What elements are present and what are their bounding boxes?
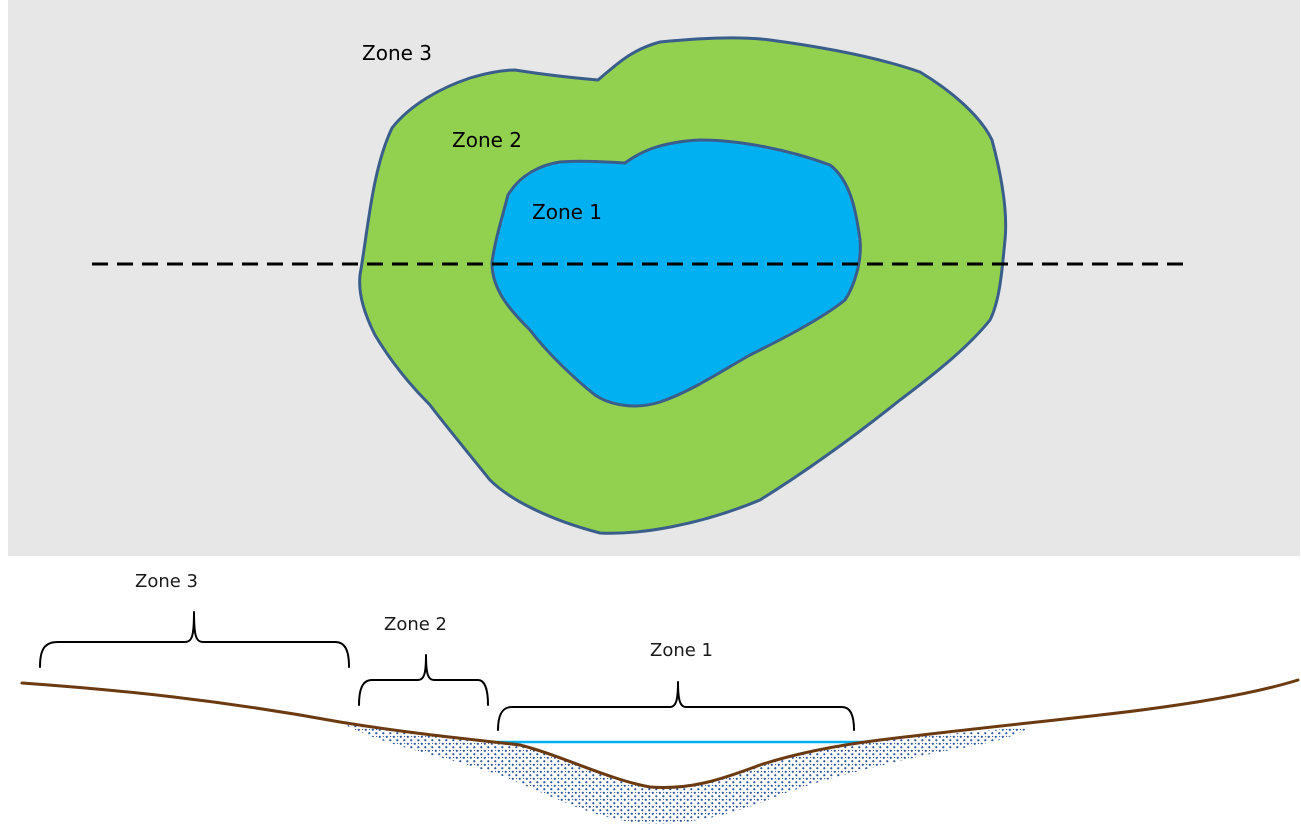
sediment-fill: [340, 722, 1030, 824]
zone-3-bracket: [39, 611, 350, 668]
map-label-zone-2: Zone 2: [452, 128, 522, 152]
ground-surface: [20, 678, 1300, 790]
zone-1-area: [490, 138, 862, 408]
section-label-zone-1: Zone 1: [650, 640, 713, 661]
section-label-zone-3: Zone 3: [135, 571, 198, 592]
section-label-zone-2: Zone 2: [384, 614, 447, 635]
map-label-zone-1: Zone 1: [532, 200, 602, 224]
zone-2-bracket: [358, 654, 489, 706]
zone-1-bracket: [497, 681, 855, 731]
map-label-zone-3: Zone 3: [362, 41, 432, 65]
